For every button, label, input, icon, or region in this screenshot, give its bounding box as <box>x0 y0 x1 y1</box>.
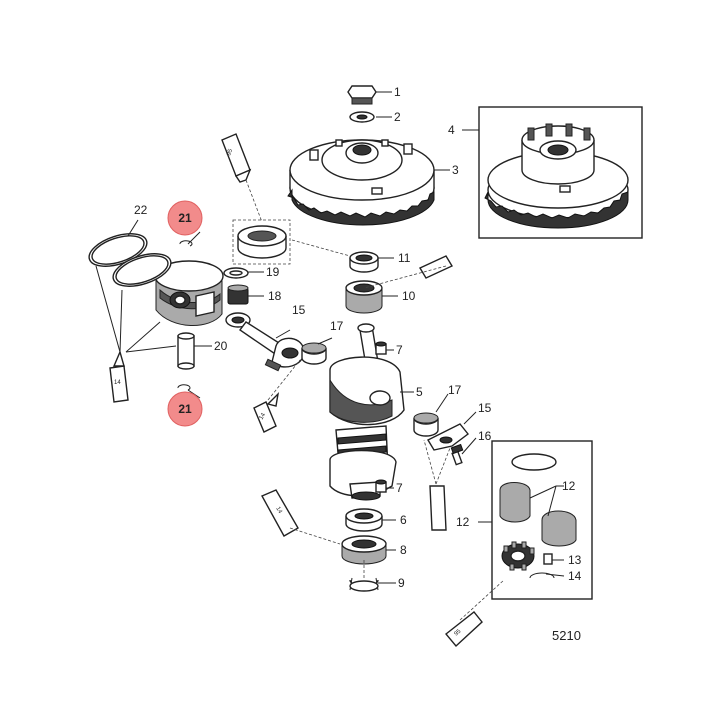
washer-19 <box>223 267 249 279</box>
piston-rings <box>88 233 172 287</box>
tube-label-14-left: 14 <box>114 380 121 386</box>
lower-seal-6 <box>345 508 383 532</box>
piston-pin <box>177 332 195 370</box>
piston-pin-circlip-lower <box>177 384 191 391</box>
sealant-tube-14-left <box>109 349 129 403</box>
tube-label-14-mid: 14 <box>259 412 268 421</box>
callout-17-right: 17 <box>448 383 462 397</box>
highlight-circle <box>167 391 203 427</box>
crankcase-seal <box>232 219 291 265</box>
flywheel-washer <box>349 111 375 123</box>
tube-label-95-bottom: 95 <box>453 628 462 637</box>
cap-screw-16 <box>450 443 464 466</box>
callout-7-lower: 7 <box>396 481 403 495</box>
bearing-half-17-right <box>413 412 439 437</box>
callout-4: 4 <box>448 123 455 137</box>
callout-21-upper: 21 <box>178 211 192 225</box>
connecting-rod <box>225 312 305 372</box>
dowel-pin-upper <box>375 341 387 355</box>
leader-lines <box>95 91 565 621</box>
tube-label-14-lower: 14 <box>274 506 283 515</box>
callout-9: 9 <box>398 576 405 590</box>
highlight-callout-21-upper: 21 <box>167 200 203 236</box>
upper-bearing-10 <box>345 280 383 314</box>
callout-17-left: 17 <box>330 319 344 333</box>
sealant-tube-95-top <box>221 133 252 183</box>
sealant-tube-mid-right <box>429 485 447 531</box>
piston <box>154 260 224 326</box>
callout-18: 18 <box>268 289 282 303</box>
callout-16: 16 <box>478 429 492 443</box>
callout-7-upper: 7 <box>396 343 403 357</box>
flywheel <box>287 139 435 226</box>
callout-12-outside: 12 <box>456 515 470 529</box>
callout-22: 22 <box>134 203 148 217</box>
callout-19: 19 <box>266 265 280 279</box>
needle-bearing-18 <box>227 284 249 305</box>
flywheel-nut <box>347 85 377 105</box>
bearing-kit-box <box>491 440 593 600</box>
retaining-ring-9 <box>349 577 379 592</box>
bearing-half-17-left <box>301 342 327 365</box>
sealant-tube-95-bottom <box>445 611 483 648</box>
callout-5: 5 <box>416 385 423 399</box>
callout-10: 10 <box>402 289 416 303</box>
sealant-tube-upper-right <box>418 255 454 279</box>
callout-21-lower: 21 <box>178 402 192 416</box>
callout-13: 13 <box>568 553 582 567</box>
sealant-tube-14-mid <box>253 391 280 433</box>
callout-2: 2 <box>394 110 401 124</box>
rod-cap-15 <box>427 423 469 451</box>
callout-15-left: 15 <box>292 303 306 317</box>
callout-labels: 1 2 3 4 5 6 7 7 8 9 10 11 12 12 13 14 15… <box>114 85 582 643</box>
callout-1: 1 <box>394 85 401 99</box>
callout-8: 8 <box>400 543 407 557</box>
alternate-flywheel-box <box>478 106 643 239</box>
lower-bearing-8 <box>341 535 387 565</box>
tube-label-95-top: 95 <box>226 148 234 157</box>
figure-number: 5210 <box>552 628 581 643</box>
needle-roller-cage <box>501 541 535 571</box>
piston-pin-circlip-upper <box>179 240 193 247</box>
upper-bearing-11 <box>349 251 379 273</box>
callout-20: 20 <box>214 339 228 353</box>
sealant-tube-14-lower <box>261 489 299 537</box>
highlight-callout-21-lower: 21 <box>167 391 203 427</box>
callout-12-box: 12 <box>562 479 576 493</box>
callout-3: 3 <box>452 163 459 177</box>
dowel-pin-lower <box>375 479 387 493</box>
callout-6: 6 <box>400 513 407 527</box>
highlight-circle <box>167 200 203 236</box>
callout-15-right: 15 <box>478 401 492 415</box>
callout-11: 11 <box>398 251 411 265</box>
callout-14: 14 <box>568 569 582 583</box>
